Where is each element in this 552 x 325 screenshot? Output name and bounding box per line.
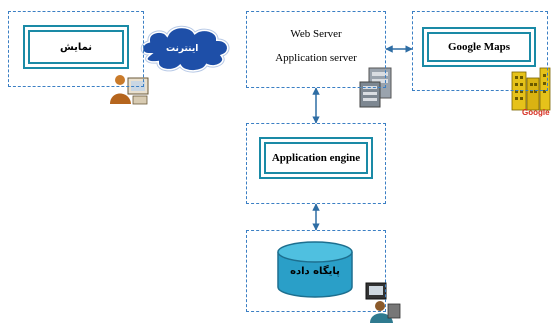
database-label: پایگاه داده xyxy=(290,266,340,277)
internet-cloud-icon xyxy=(139,24,231,75)
googlemaps-box: Google Maps xyxy=(424,29,534,65)
appengine-label: Application engine xyxy=(271,152,361,164)
database-admin-icon xyxy=(365,282,401,323)
appengine-box: Application engine xyxy=(261,139,371,177)
database-cylinder-icon xyxy=(277,241,353,298)
google-buildings-icon xyxy=(511,67,551,111)
display-label: نمایش xyxy=(59,41,93,53)
appserver-label: Application server xyxy=(275,52,357,64)
appengine-group xyxy=(246,123,386,204)
googlemaps-label: Google Maps xyxy=(447,41,511,53)
googlemaps-group xyxy=(412,11,548,91)
webserver-box: Web Server Application server xyxy=(260,24,372,70)
display-box: نمایش xyxy=(25,27,127,67)
webserver-group xyxy=(246,11,386,88)
webserver-label: Web Server xyxy=(290,28,342,40)
google-logo: Google xyxy=(522,108,550,117)
database-group xyxy=(246,230,386,312)
display-group xyxy=(8,11,144,87)
internet-label: اینترنت xyxy=(166,44,199,54)
